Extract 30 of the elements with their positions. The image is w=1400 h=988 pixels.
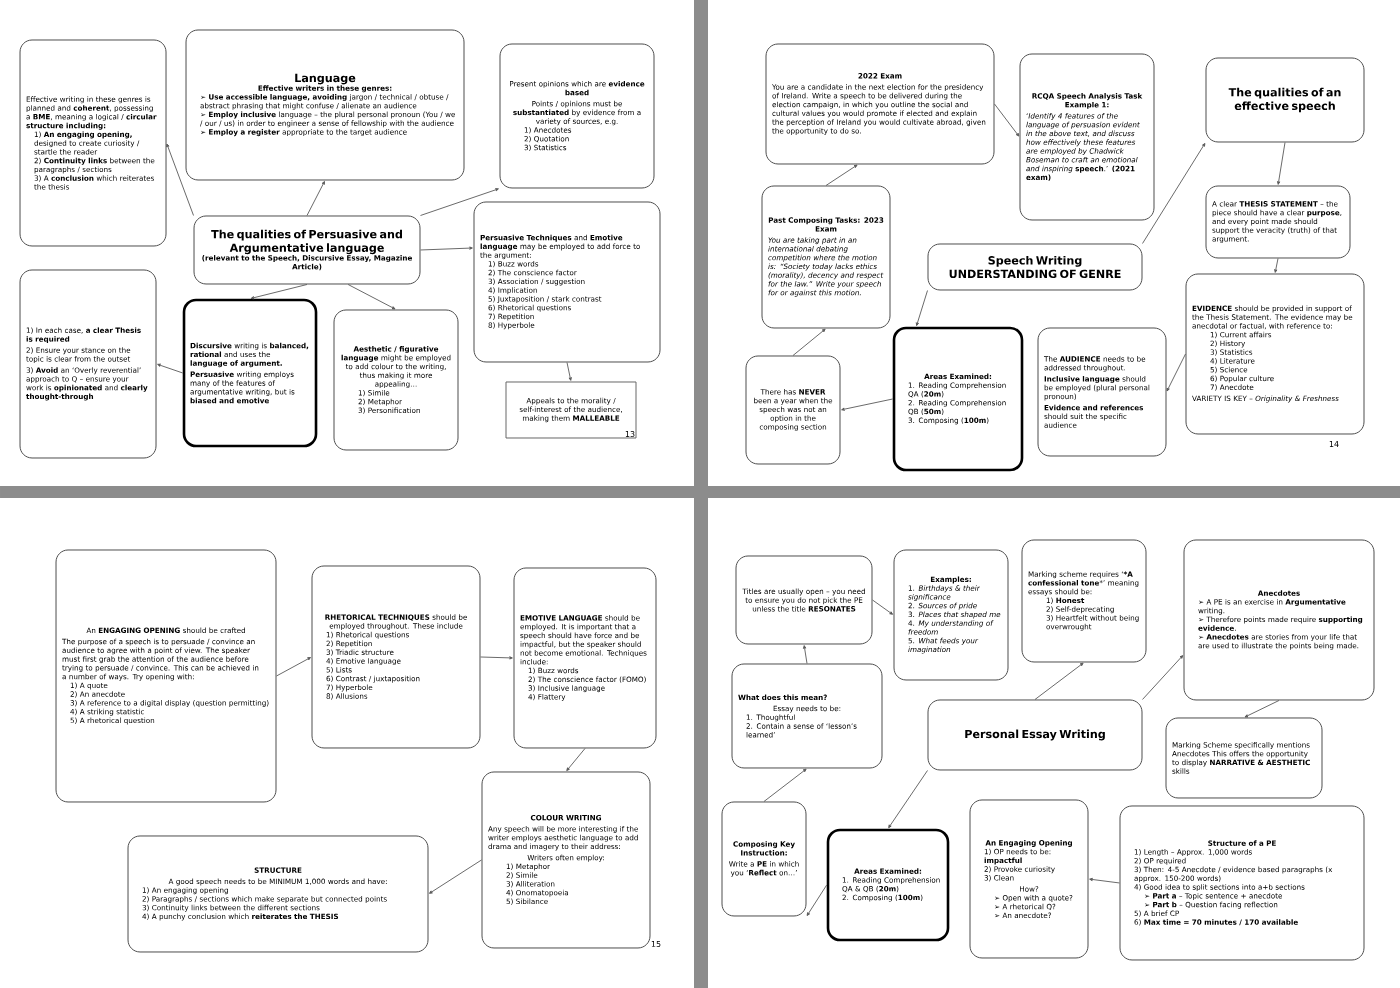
arrow: [276, 657, 311, 677]
arrow: [792, 328, 826, 356]
arrow: [420, 246, 473, 251]
arrow: [480, 656, 513, 660]
arrow: [872, 599, 894, 615]
arrow: [1244, 700, 1280, 718]
arrow: [566, 362, 572, 381]
arrow: [306, 181, 325, 216]
arrow: [429, 859, 482, 894]
arrow: [803, 645, 808, 664]
arrow: [157, 363, 184, 374]
arrow: [1274, 258, 1279, 273]
arrow: [1166, 353, 1186, 392]
arrow: [1142, 143, 1206, 244]
arrow: [1142, 655, 1184, 700]
arrow: [566, 748, 586, 772]
arrow: [1034, 662, 1084, 700]
arrow: [888, 770, 928, 829]
arrow: [347, 284, 396, 310]
arrow: [994, 103, 1020, 137]
arrow: [420, 188, 499, 216]
arrow: [1089, 877, 1120, 884]
arrow: [1277, 142, 1286, 185]
arrow: [915, 290, 928, 327]
arrow: [166, 143, 194, 216]
arrow: [825, 164, 858, 186]
arrow: [841, 398, 894, 411]
arrow: [806, 884, 828, 916]
arrow: [763, 768, 807, 802]
arrow: [250, 284, 308, 300]
